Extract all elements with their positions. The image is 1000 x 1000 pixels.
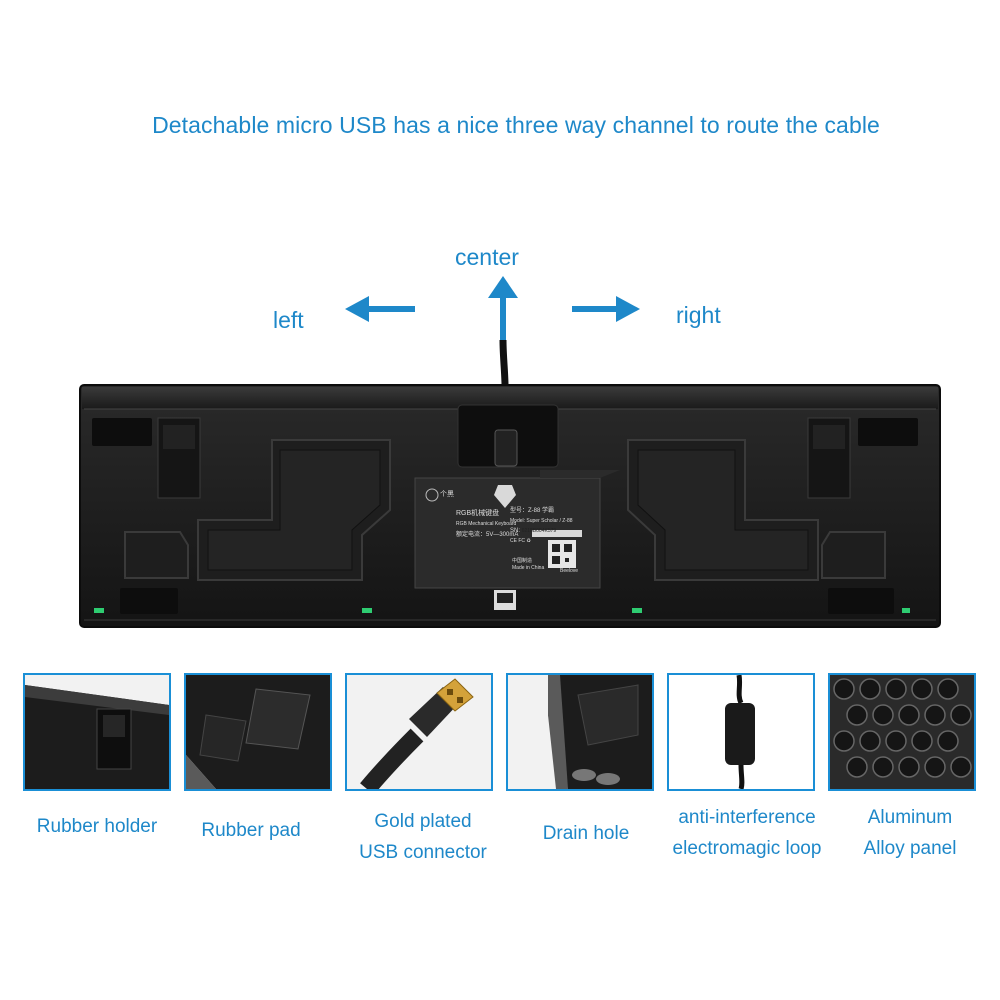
caption-line: Drain hole — [542, 823, 630, 844]
caption-line: Rubber holder — [36, 816, 158, 837]
direction-label-center: center — [455, 244, 519, 270]
headline: Detachable micro USB has a nice three wa… — [152, 112, 880, 138]
arrow-right-icon — [572, 296, 640, 322]
plate-brand: 个黑 — [440, 491, 454, 498]
eagle-logo-icon — [494, 485, 516, 508]
plate-origin: 中国制造 — [512, 558, 533, 564]
plate-sn-label: SN: — [510, 528, 521, 534]
thumb-aluminum-panel — [828, 673, 976, 791]
keyboard-underside-image — [79, 339, 941, 628]
thumb-drain-hole — [506, 673, 654, 791]
caption-line: Alloy panel — [863, 838, 957, 859]
plate-rating: 额定电流：5V—300mA — [456, 532, 519, 538]
direction-label-left: left — [273, 307, 304, 333]
plate-sn-value: 6218B004K579 — [521, 528, 557, 534]
caption-emi-loop: anti-interference electromagic loop — [667, 802, 827, 864]
caption-line: Gold plated — [374, 811, 472, 832]
caption-line: USB connector — [359, 842, 487, 863]
caption-line: Rubber pad — [201, 820, 301, 841]
caption-aluminum-panel: Aluminum Alloy panel — [828, 802, 992, 864]
caption-line: electromagic loop — [672, 838, 822, 859]
plate-cert-marks: CE FC ♻ — [510, 538, 531, 544]
thumb-emi-loop — [667, 673, 815, 791]
plate-maker: Beelove — [560, 568, 579, 574]
caption-rubber-holder: Rubber holder — [23, 811, 171, 842]
caption-usb-connector: Gold plated USB connector — [345, 806, 501, 868]
caption-drain-hole: Drain hole — [506, 818, 666, 849]
arrow-up-icon — [488, 276, 518, 340]
rubber-pad-bl — [120, 588, 178, 614]
plate-origin-en: Made in China — [512, 565, 545, 571]
rubber-pad-tr — [858, 418, 918, 446]
arrow-left-icon — [345, 296, 415, 322]
caption-line: anti-interference — [678, 807, 816, 828]
plate-model-en: Model: Super Scholar / Z-88 — [510, 518, 573, 524]
caption-line: Aluminum — [867, 807, 953, 828]
plate-model-cn: 型号：Z-88 学霸 — [510, 508, 555, 514]
direction-label-right: right — [676, 302, 721, 328]
rubber-pad-tl — [92, 418, 152, 446]
caption-rubber-pad: Rubber pad — [184, 815, 318, 846]
plate-title-en: RGB Mechanical Keyboard — [456, 521, 517, 527]
thumb-rubber-holder — [23, 673, 171, 791]
thumb-usb-connector — [345, 673, 493, 791]
rubber-pad-br — [828, 588, 894, 614]
plate-title-cn: RGB机械键盘 — [456, 510, 500, 517]
thumb-rubber-pad — [184, 673, 332, 791]
